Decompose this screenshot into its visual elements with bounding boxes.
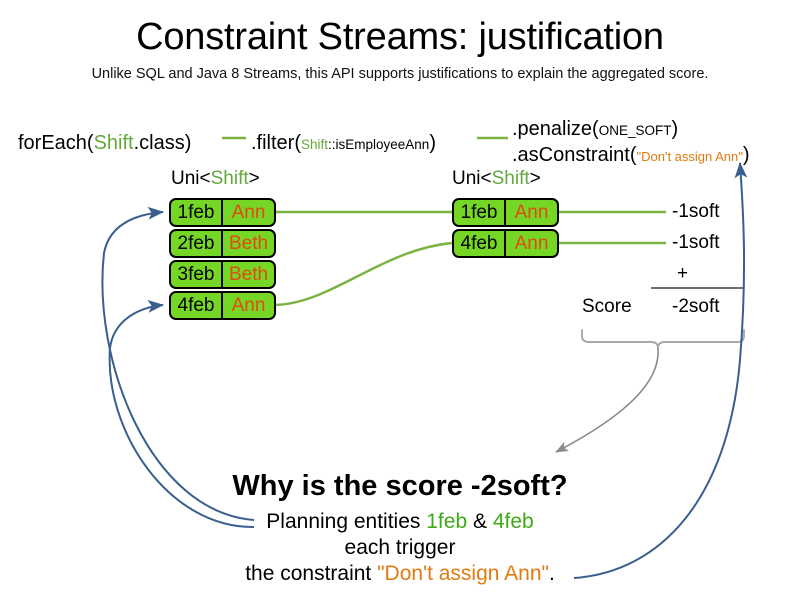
uni-right-suffix: > bbox=[529, 168, 541, 189]
code-penalize: .penalize(ONE_SOFT) bbox=[512, 117, 678, 143]
shift-box[interactable]: 4feb Ann bbox=[169, 291, 276, 320]
code-as-constraint-name: "Don't assign Ann" bbox=[636, 149, 743, 164]
shift-date: 1feb bbox=[454, 200, 506, 225]
code-as-constraint-suffix: ) bbox=[742, 144, 750, 166]
code-filter-method: ::isEmployeeAnn bbox=[328, 137, 430, 152]
score-plus-sign: + bbox=[677, 263, 689, 284]
explanation-line-1: Planning entities 1feb & 4feb bbox=[0, 509, 800, 535]
shift-date: 4feb bbox=[454, 231, 506, 256]
shift-employee: Ann bbox=[514, 202, 549, 223]
shift-employee: Beth bbox=[228, 264, 269, 285]
page-title: Constraint Streams: justification bbox=[136, 16, 664, 58]
code-foreach: forEach(Shift.class) bbox=[18, 131, 191, 155]
code-penalize-prefix: .penalize( bbox=[512, 118, 599, 140]
shift-employee: Ann bbox=[231, 202, 266, 223]
shift-date: 2feb bbox=[171, 231, 223, 256]
shift-box[interactable]: 4feb Ann bbox=[452, 229, 559, 258]
shift-date: 1feb bbox=[171, 200, 223, 225]
score-label: Score bbox=[582, 296, 632, 317]
code-as-constraint: .asConstraint("Don't assign Ann") bbox=[512, 143, 750, 169]
explanation-constraint-name: "Don't assign Ann" bbox=[377, 562, 549, 585]
uni-right-prefix: Uni< bbox=[452, 168, 492, 189]
shift-box[interactable]: 1feb Ann bbox=[452, 198, 559, 227]
explanation-entity-1feb: 1feb bbox=[426, 510, 468, 533]
page-subtitle: Unlike SQL and Java 8 Streams, this API … bbox=[91, 66, 709, 82]
code-foreach-prefix: forEach( bbox=[18, 132, 94, 154]
code-filter-type: Shift bbox=[301, 137, 329, 152]
uni-left-prefix: Uni< bbox=[171, 168, 211, 189]
uni-label-left: Uni<Shift> bbox=[171, 168, 260, 190]
score-total: -2soft bbox=[672, 296, 720, 317]
uni-left-type: Shift bbox=[210, 168, 249, 189]
shift-employee: Beth bbox=[228, 233, 269, 254]
shift-box[interactable]: 3feb Beth bbox=[169, 260, 276, 289]
shift-employee: Ann bbox=[231, 295, 266, 316]
explanation-amp: & bbox=[467, 510, 493, 533]
explanation-line-3: the constraint "Don't assign Ann". bbox=[0, 561, 800, 587]
explanation-line1-prefix: Planning entities bbox=[266, 510, 427, 533]
shift-date: 4feb bbox=[171, 293, 223, 318]
shift-employee: Ann bbox=[514, 233, 549, 254]
penalty-score-2: -1soft bbox=[672, 232, 720, 253]
explanation-heading: Why is the score -2soft? bbox=[232, 470, 568, 502]
explanation-line-2: each trigger bbox=[344, 536, 456, 559]
code-penalize-suffix: ) bbox=[671, 118, 679, 140]
flow-line-4feb bbox=[272, 241, 453, 307]
penalty-score-1: -1soft bbox=[672, 201, 720, 222]
explanation-line3-suffix: . bbox=[548, 562, 555, 585]
score-brace bbox=[581, 329, 745, 349]
shift-date: 3feb bbox=[171, 262, 223, 287]
uni-label-right: Uni<Shift> bbox=[452, 168, 541, 190]
code-filter-prefix: .filter( bbox=[251, 132, 301, 154]
uni-right-type: Shift bbox=[491, 168, 530, 189]
score-brace-pointer bbox=[555, 347, 659, 453]
code-as-constraint-prefix: .asConstraint( bbox=[512, 144, 637, 166]
code-foreach-type: Shift bbox=[93, 132, 134, 154]
shift-box[interactable]: 2feb Beth bbox=[169, 229, 276, 258]
code-filter: .filter(Shift::isEmployeeAnn) bbox=[251, 131, 436, 157]
explanation-entity-4feb: 4feb bbox=[492, 510, 534, 533]
shift-box[interactable]: 1feb Ann bbox=[169, 198, 276, 227]
explanation-body: Planning entities 1feb & 4feb each trigg… bbox=[0, 509, 800, 587]
uni-left-suffix: > bbox=[248, 168, 260, 189]
explanation-line3-prefix: the constraint bbox=[245, 562, 378, 585]
code-filter-suffix: ) bbox=[429, 132, 436, 154]
code-foreach-suffix: .class) bbox=[133, 132, 192, 154]
code-penalize-constant: ONE_SOFT bbox=[598, 123, 672, 138]
